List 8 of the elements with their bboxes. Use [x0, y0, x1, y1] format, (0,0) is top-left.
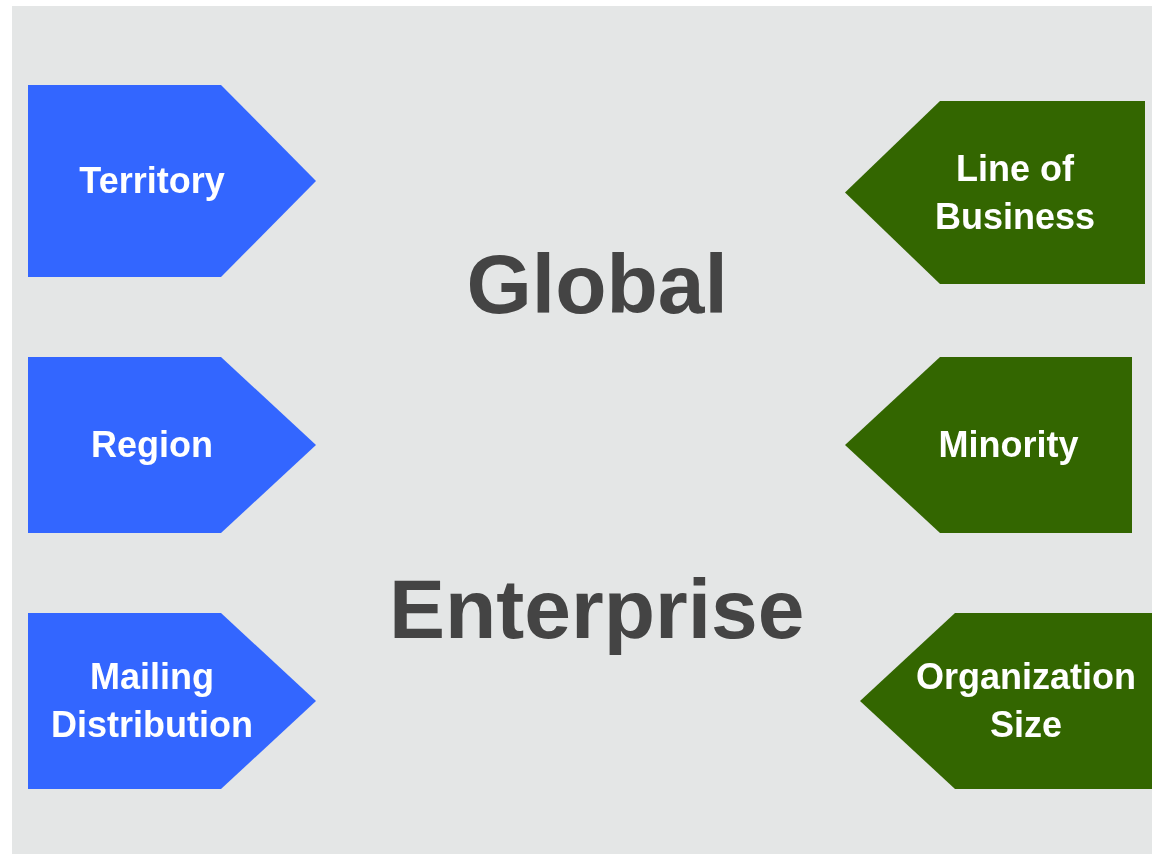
- title-word: Enterprise: [389, 561, 805, 658]
- shape-label: Minority: [937, 423, 1080, 467]
- shape-label: Region: [90, 423, 214, 467]
- shape-label: Line of Business: [933, 146, 1097, 239]
- shape-label: Mailing Distribution: [50, 655, 254, 747]
- shape-label: Territory: [78, 159, 226, 203]
- title-word: Global: [466, 236, 728, 333]
- shape-label: Organization Size: [915, 655, 1137, 747]
